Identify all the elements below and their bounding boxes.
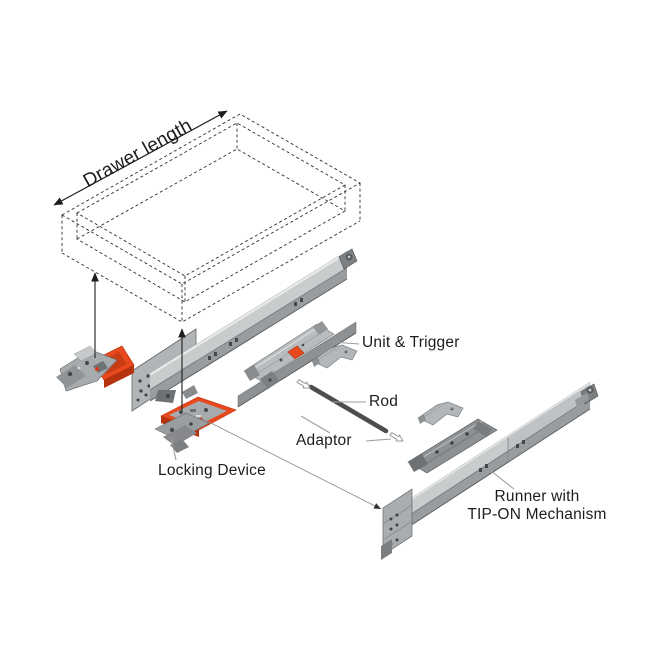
leader-runner	[490, 470, 515, 490]
locking-device-right	[154, 396, 237, 453]
trigger-right	[417, 401, 464, 426]
runner-right	[381, 381, 599, 560]
tip-on-unit-right	[407, 418, 498, 474]
runner-tipon-label: Runner with TIP-ON Mechanism	[452, 488, 622, 525]
adaptor-arrow-lower	[389, 432, 404, 442]
locking-device-label: Locking Device	[158, 462, 266, 479]
leader-adaptor-right	[365, 438, 392, 442]
leader-unit-trigger	[332, 341, 360, 345]
locking-device-left	[56, 345, 135, 392]
drawer-box	[61, 113, 361, 323]
locking-device-runner-arrow	[200, 417, 382, 510]
rod-label: Rod	[369, 393, 399, 410]
runner-left-slots	[208, 298, 303, 360]
adaptor-arrow-upper	[296, 379, 311, 389]
unit-left-orange-latch	[287, 345, 305, 360]
trigger-left	[311, 344, 358, 369]
tip-on-unit-left	[243, 321, 335, 389]
adaptor-label: Adaptor	[296, 432, 352, 449]
runner-label-line2: TIP-ON Mechanism	[467, 506, 607, 524]
runner-right-slots	[479, 440, 525, 472]
leader-lines	[170, 341, 515, 490]
runner-left	[131, 248, 358, 412]
unit-trigger-label: Unit & Trigger	[362, 334, 460, 351]
leader-adaptor-upper	[300, 415, 331, 434]
runner-label-line1: Runner with	[494, 488, 580, 505]
leader-locking-device	[170, 436, 177, 461]
drawer-length-arrow	[53, 110, 228, 206]
